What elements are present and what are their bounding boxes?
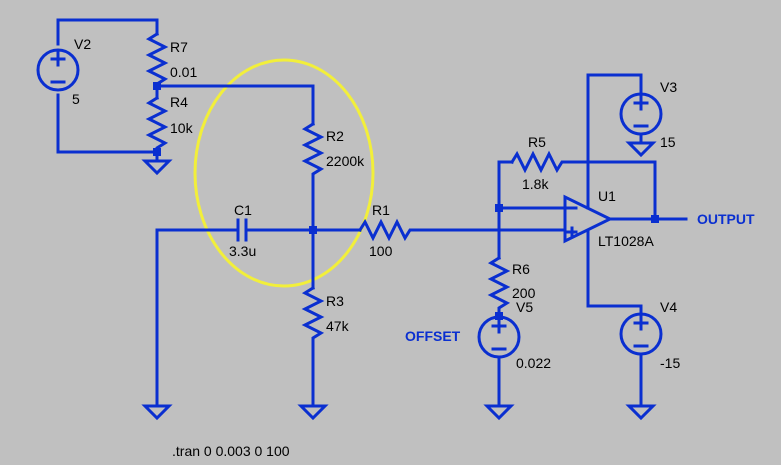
- wire-c1-left: [155, 228, 240, 408]
- source-v5[interactable]: [477, 315, 521, 359]
- v5-value: 0.022: [516, 355, 551, 371]
- r4-name: R4: [170, 94, 188, 110]
- v3-name: V3: [660, 79, 677, 95]
- r5-value: 1.8k: [522, 176, 549, 192]
- r6-name: R6: [512, 261, 530, 277]
- junction-output: [651, 215, 659, 223]
- source-v3[interactable]: [619, 92, 663, 136]
- net-label-output[interactable]: OUTPUT: [697, 211, 755, 227]
- ground-symbol-1: [141, 159, 173, 176]
- ground-symbol-6: [483, 404, 515, 421]
- resistor-r6[interactable]: [487, 255, 511, 318]
- resistor-r2[interactable]: [301, 121, 325, 232]
- ground-symbol-4: [625, 141, 657, 158]
- r1-value: 100: [369, 243, 393, 259]
- u1-name: U1: [598, 188, 616, 204]
- ground-symbol-5: [625, 404, 657, 421]
- r3-name: R3: [326, 293, 344, 309]
- v4-value: -15: [660, 355, 680, 371]
- resistor-r3[interactable]: [301, 285, 325, 408]
- c1-value: 3.3u: [229, 243, 256, 259]
- r2-name: R2: [326, 128, 344, 144]
- spice-directive[interactable]: .tran 0 0.003 0 100: [172, 443, 290, 459]
- wire-v3: [586, 73, 643, 210]
- r3-value: 47k: [326, 318, 350, 334]
- v2-value: 5: [72, 91, 80, 107]
- wire-r5-left: [497, 160, 514, 210]
- wire-v4: [586, 230, 643, 314]
- highlight-ellipse: [193, 58, 375, 288]
- junction-r7-r4: [153, 82, 161, 90]
- v2-name: V2: [74, 36, 91, 52]
- r6-value: 200: [512, 285, 536, 301]
- resistor-r5[interactable]: [509, 150, 657, 221]
- source-v2[interactable]: [36, 18, 159, 154]
- r7-value: 0.01: [170, 64, 197, 80]
- c1-name: C1: [234, 202, 252, 218]
- u1-value: LT1028A: [598, 233, 654, 249]
- resistor-r4[interactable]: [145, 95, 169, 154]
- r4-value: 10k: [170, 120, 194, 136]
- junction-offset: [495, 312, 503, 320]
- v4-name: V4: [660, 299, 677, 315]
- v3-value: 15: [660, 134, 676, 150]
- r5-name: R5: [528, 134, 546, 150]
- ground-symbol-2: [141, 404, 173, 421]
- ground-symbol-3: [297, 404, 329, 421]
- net-label-offset[interactable]: OFFSET: [405, 328, 461, 344]
- r2-value: 2200k: [326, 153, 365, 169]
- source-v4[interactable]: [619, 312, 663, 356]
- resistor-r7[interactable]: [145, 31, 169, 87]
- r7-name: R7: [170, 39, 188, 55]
- r1-name: R1: [372, 202, 390, 218]
- v5-name: V5: [516, 299, 533, 315]
- resistor-r1[interactable]: [357, 218, 567, 242]
